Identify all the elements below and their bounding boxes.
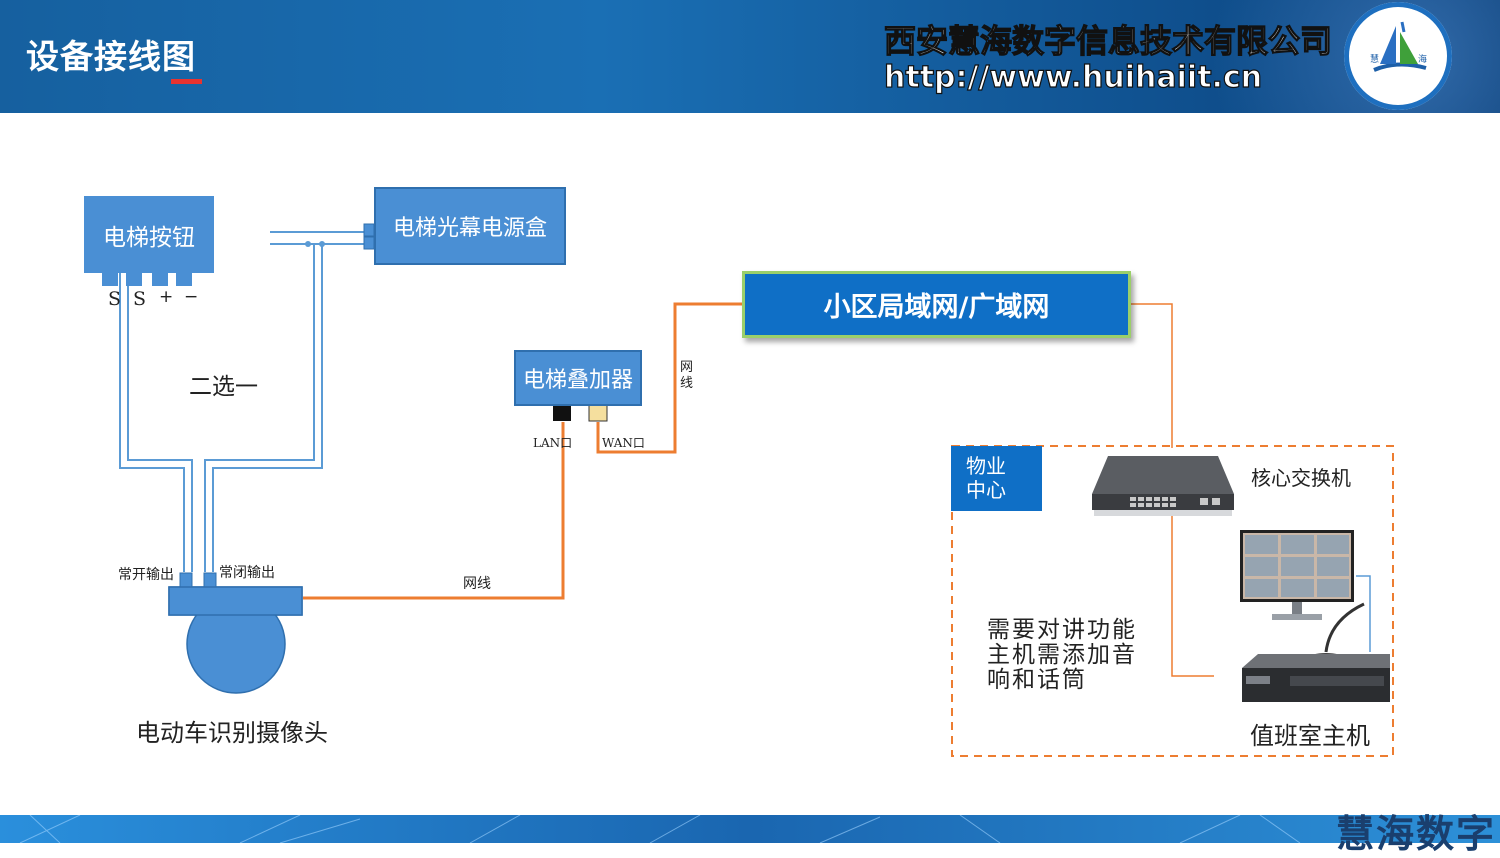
footer-brand: 慧海数字 xyxy=(1336,812,1497,856)
lan-port-label: LAN口 xyxy=(533,436,573,450)
terminal-minus: − xyxy=(184,287,199,307)
property-center-frame xyxy=(951,445,1394,757)
light-curtain-label: 电梯光幕电源盒 xyxy=(392,216,547,241)
property-center-label: 物业 中心 xyxy=(966,454,1006,502)
normally-closed-port xyxy=(203,572,217,588)
logo-sail-icon: 慧 海 xyxy=(1358,16,1438,96)
normally-closed-label: 常闭输出 xyxy=(219,565,275,581)
terminal-s2: S xyxy=(133,288,147,310)
curtain-box-connectors xyxy=(363,223,375,250)
normally-open-port xyxy=(179,572,193,588)
terminal-plus: + xyxy=(159,287,174,307)
elevator-button-box: 电梯按钮 xyxy=(84,196,214,273)
thin-orange-links xyxy=(1131,303,1214,677)
normally-open-label: 常开输出 xyxy=(118,567,174,583)
core-switch-icon xyxy=(1092,456,1234,516)
camera-label: 电动车识别摄像头 xyxy=(136,719,328,747)
orange-network-cables xyxy=(303,302,742,600)
overlay-device-box: 电梯叠加器 xyxy=(514,350,642,406)
title-underline xyxy=(171,79,202,84)
logo-char-hui: 慧 xyxy=(1370,53,1379,65)
duty-host-label: 值班室主机 xyxy=(1250,722,1370,750)
button-terminals xyxy=(102,272,192,286)
network-label: 小区局域网/广域网 xyxy=(823,292,1050,323)
duty-host-icon xyxy=(1242,654,1390,702)
elevator-button-label: 电梯按钮 xyxy=(103,224,195,251)
company-name: 西安慧海数字信息技术有限公司 xyxy=(883,21,1333,60)
network-box: 小区局域网/广域网 xyxy=(742,271,1131,338)
blue-signal-wires xyxy=(119,231,365,572)
footer-bar xyxy=(0,815,1500,843)
core-switch-label: 核心交换机 xyxy=(1251,466,1351,490)
cable-vertical-label: 网 线 xyxy=(680,360,694,391)
wire-junction-dot xyxy=(305,241,311,247)
choose-one-label: 二选一 xyxy=(189,374,258,400)
overlay-device-label: 电梯叠加器 xyxy=(522,368,633,393)
company-url[interactable]: http://www.huihaiit.cn xyxy=(883,59,1263,95)
monitor-icon xyxy=(1240,530,1354,620)
logo-char-hai: 海 xyxy=(1418,53,1427,65)
terminal-s1: S xyxy=(108,288,122,310)
lan-port-icon xyxy=(553,405,571,421)
footer-network-pattern xyxy=(19,815,1301,843)
monitor-host-link xyxy=(1356,575,1371,652)
wan-port-icon xyxy=(588,404,608,422)
cable-horizontal-label: 网线 xyxy=(463,576,491,592)
slide-title: 设备接线图 xyxy=(26,37,196,76)
light-curtain-box: 电梯光幕电源盒 xyxy=(374,187,566,265)
property-center-tag: 物业 中心 xyxy=(951,446,1042,511)
wire-junction-dot xyxy=(319,241,325,247)
company-logo: 慧 海 xyxy=(1344,2,1452,110)
wan-port-label: WAN口 xyxy=(602,436,645,450)
intercom-note: 需要对讲功能 主机需添加音 响和话筒 xyxy=(987,617,1137,693)
